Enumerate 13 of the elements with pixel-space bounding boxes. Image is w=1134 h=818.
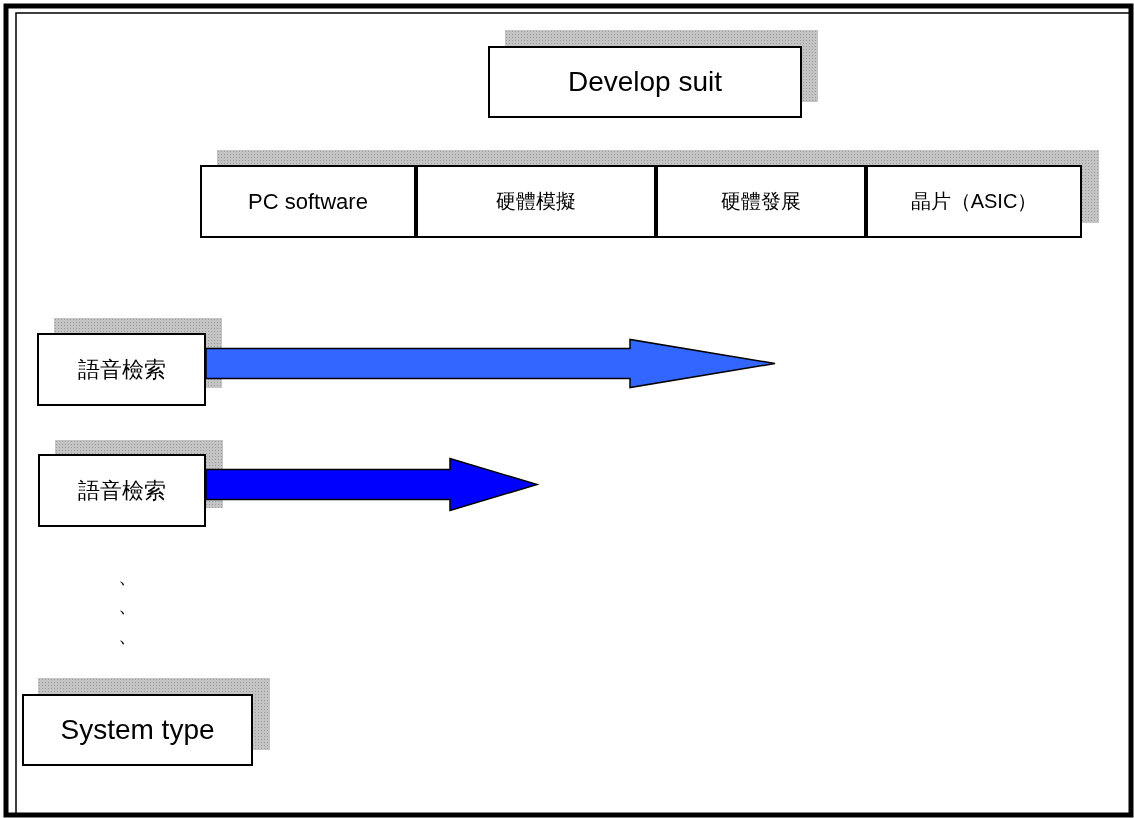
ellipsis-mark: 、 xyxy=(118,595,138,615)
ellipsis-mark: 、 xyxy=(118,625,138,645)
text-box: 晶片（ASIC） xyxy=(866,165,1082,238)
ellipsis-mark: 、 xyxy=(118,566,138,586)
text-box: 語音檢索 xyxy=(37,333,206,406)
text-box: Develop suit xyxy=(488,46,802,118)
block-arrow xyxy=(205,457,540,512)
text-box: System type xyxy=(22,694,253,766)
block-arrow xyxy=(205,338,776,389)
text-box: 硬體發展 xyxy=(656,165,866,238)
text-box: 硬體模擬 xyxy=(416,165,656,238)
text-box: PC software xyxy=(200,165,416,238)
text-box: 語音檢索 xyxy=(38,454,206,527)
